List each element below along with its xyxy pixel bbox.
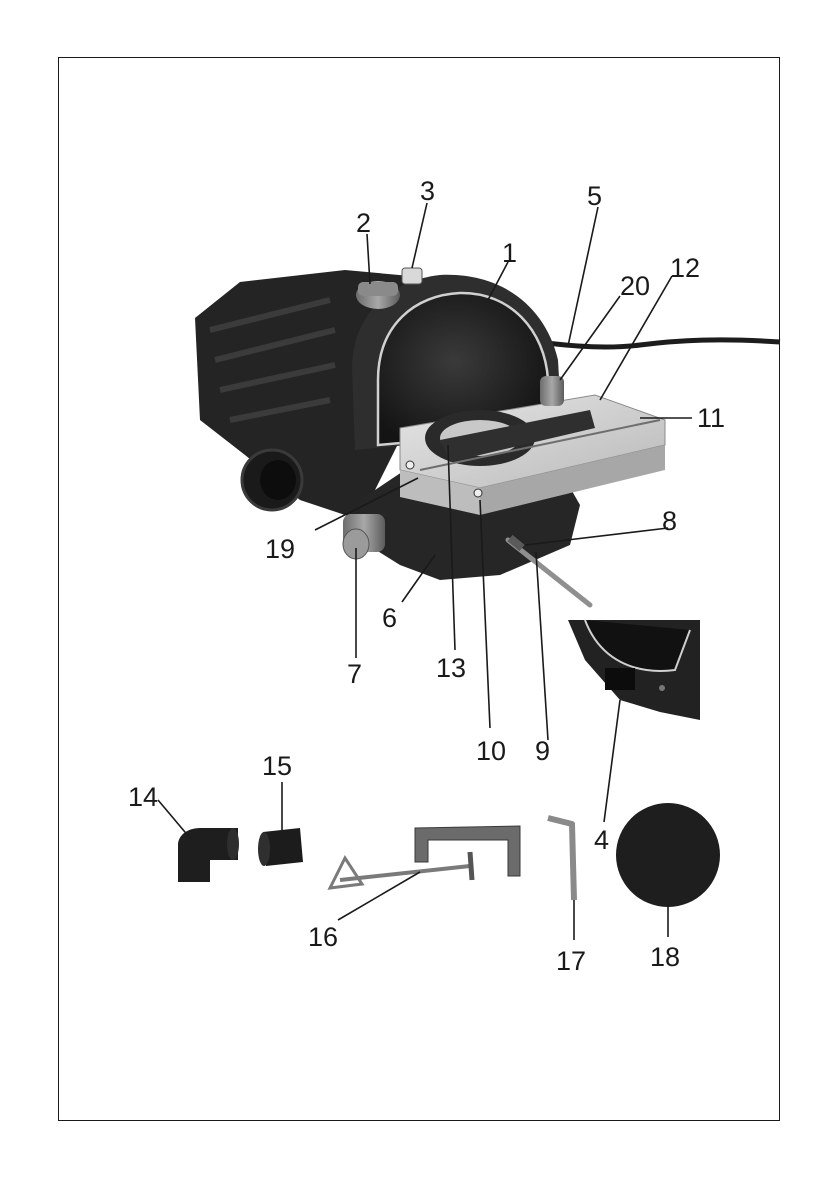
callout-14: 14 [128,782,158,812]
callout-15: 15 [262,751,292,781]
spare-sanding-disc [616,803,720,907]
callout-13: 13 [436,653,466,683]
callout-11: 11 [697,403,725,433]
callout-1: 1 [502,238,517,268]
callout-18: 18 [650,942,680,972]
callout-9: 9 [535,736,550,766]
callout-5: 5 [587,181,602,211]
callout-20: 20 [620,271,650,301]
accessories [178,803,720,907]
mitre-lock-knob [540,376,564,406]
callout-12: 12 [670,253,700,283]
on-off-switch [402,268,422,284]
callout-8: 8 [662,506,677,536]
callout-10: 10 [476,736,506,766]
callout-6: 6 [382,603,397,633]
callout-16: 16 [308,922,338,952]
clamp-handle [330,858,362,888]
callout-7: 7 [347,659,362,689]
allen-key [548,818,574,900]
table-screw [406,461,414,469]
table-screw [474,489,482,497]
callout-17: 17 [556,946,586,976]
callout-4: 4 [594,825,609,855]
callout-19: 19 [265,534,295,564]
detail-inset [568,620,700,720]
callout-2: 2 [356,208,371,238]
callout-3: 3 [420,176,435,206]
